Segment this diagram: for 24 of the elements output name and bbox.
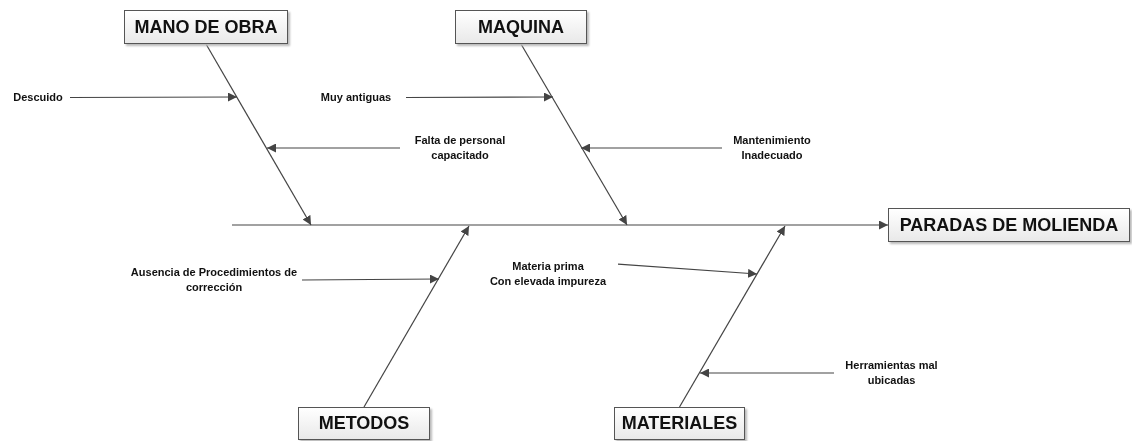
arrow: [699, 368, 835, 378]
category-box: MAQUINA: [455, 10, 587, 44]
arrow: [617, 263, 758, 278]
cause-label: Materia prima Con elevada impureza: [478, 259, 618, 289]
cause-label: Falta de personal capacitado: [400, 133, 520, 163]
cause-label: Herramientas mal ubicadas: [834, 358, 949, 388]
category-box: PARADAS DE MOLIENDA: [888, 208, 1130, 242]
category-box: MATERIALES: [614, 407, 745, 440]
arrow: [678, 225, 786, 408]
arrow: [266, 143, 401, 153]
arrow: [301, 274, 440, 284]
arrow: [520, 43, 628, 226]
arrow: [231, 220, 889, 230]
arrow: [363, 225, 470, 408]
cause-label: Descuido: [6, 90, 70, 105]
arrow: [405, 92, 554, 102]
category-box: METODOS: [298, 407, 430, 440]
arrow: [580, 143, 723, 153]
arrow: [69, 92, 238, 102]
cause-label: Muy antiguas: [306, 90, 406, 105]
cause-label: Mantenimiento Inadecuado: [722, 133, 822, 163]
cause-label: Ausencia de Procedimientos de corrección: [126, 265, 302, 295]
category-box: MANO DE OBRA: [124, 10, 288, 44]
arrow: [205, 43, 312, 226]
